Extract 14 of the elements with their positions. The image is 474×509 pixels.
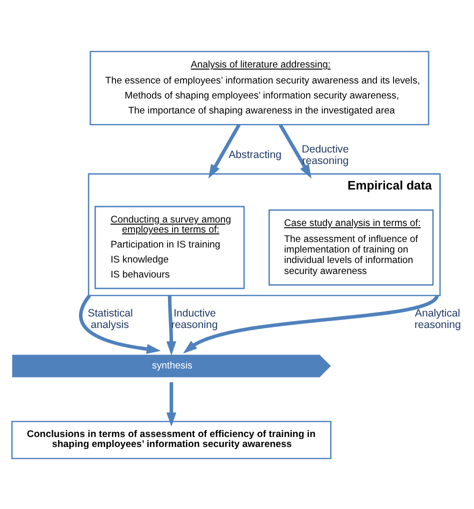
arrow — [166, 295, 176, 355]
node-box: Case study analysis in terms of: The assessment of influence of implementation of training on individual levels of information security awareness — [268, 208, 434, 286]
edge-label: Abstracting — [228, 148, 282, 161]
edge-label: Analytical reasoning — [414, 306, 461, 330]
arrow — [166, 382, 176, 426]
arrow — [208, 123, 241, 178]
arrow — [183, 294, 439, 353]
node-box: Conclusions in terms of assessment of efficiency of training in shaping employees’ information security awareness — [11, 420, 332, 459]
node-box: Analysis of literature addressing: The essence of employees’ information security awareness and its levels, Methods of shaping employees’ information security awareness, The importance of shaping awareness in the investigated area — [90, 50, 430, 125]
edge-label: Deductive reasoning — [302, 142, 349, 166]
edge-label: Statistical analysis — [88, 306, 133, 330]
arrow — [278, 123, 312, 178]
arrow — [79, 294, 161, 354]
node-box: Conducting a survey among employees in terms of: Participation in IS training IS knowledge IS behaviours — [94, 205, 245, 289]
